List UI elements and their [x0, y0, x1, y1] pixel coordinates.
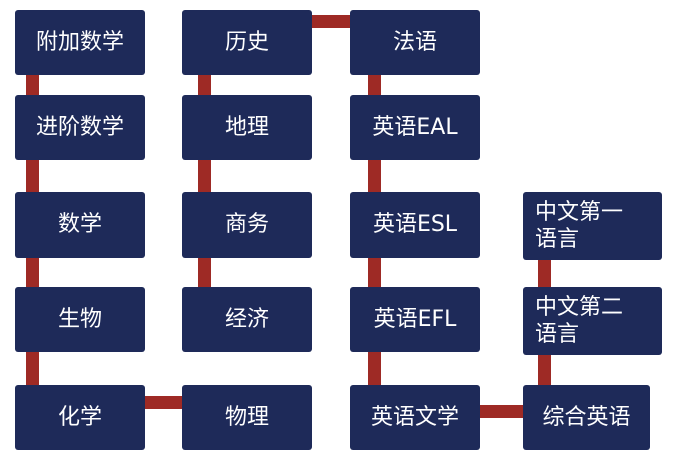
subject-box-geography: 地理 — [182, 95, 312, 160]
subject-box-history: 历史 — [182, 10, 312, 75]
connector-french-english-eal — [368, 70, 381, 100]
subject-box-english-eal: 英语EAL — [350, 95, 480, 160]
connector-additional-math-further-math — [26, 70, 39, 100]
subject-box-chinese-second-language: 中文第二 语言 — [523, 287, 662, 355]
connector-history-geography — [198, 70, 211, 100]
connector-english-literature-integrated-english — [475, 405, 528, 418]
connector-history-french — [307, 15, 355, 28]
connector-chemistry-physics — [140, 396, 187, 409]
subject-box-additional-math: 附加数学 — [15, 10, 145, 75]
connector-english-esl-english-efl — [368, 253, 381, 292]
subject-box-physics: 物理 — [182, 385, 312, 450]
subject-box-business: 商务 — [182, 192, 312, 258]
connector-math-biology — [26, 253, 39, 292]
subject-box-english-efl: 英语EFL — [350, 287, 480, 352]
subject-box-english-esl: 英语ESL — [350, 192, 480, 258]
subject-box-chinese-first-language: 中文第一 语言 — [523, 192, 662, 260]
subject-box-integrated-english: 综合英语 — [523, 385, 650, 450]
connector-further-math-math — [26, 155, 39, 197]
connector-english-efl-english-literature — [368, 347, 381, 390]
subject-box-math: 数学 — [15, 192, 145, 258]
subject-box-economics: 经济 — [182, 287, 312, 352]
subject-box-chemistry: 化学 — [15, 385, 145, 450]
connector-english-eal-english-esl — [368, 155, 381, 197]
subject-box-french: 法语 — [350, 10, 480, 75]
subject-box-english-literature: 英语文学 — [350, 385, 480, 450]
connector-biology-chemistry — [26, 347, 39, 390]
subject-box-further-math: 进阶数学 — [15, 95, 145, 160]
connector-chinese-first-chinese-second — [538, 253, 551, 292]
subject-box-biology: 生物 — [15, 287, 145, 352]
connector-geography-business — [198, 155, 211, 197]
connector-chinese-second-integrated-english — [538, 347, 551, 390]
connector-business-economics — [198, 253, 211, 292]
